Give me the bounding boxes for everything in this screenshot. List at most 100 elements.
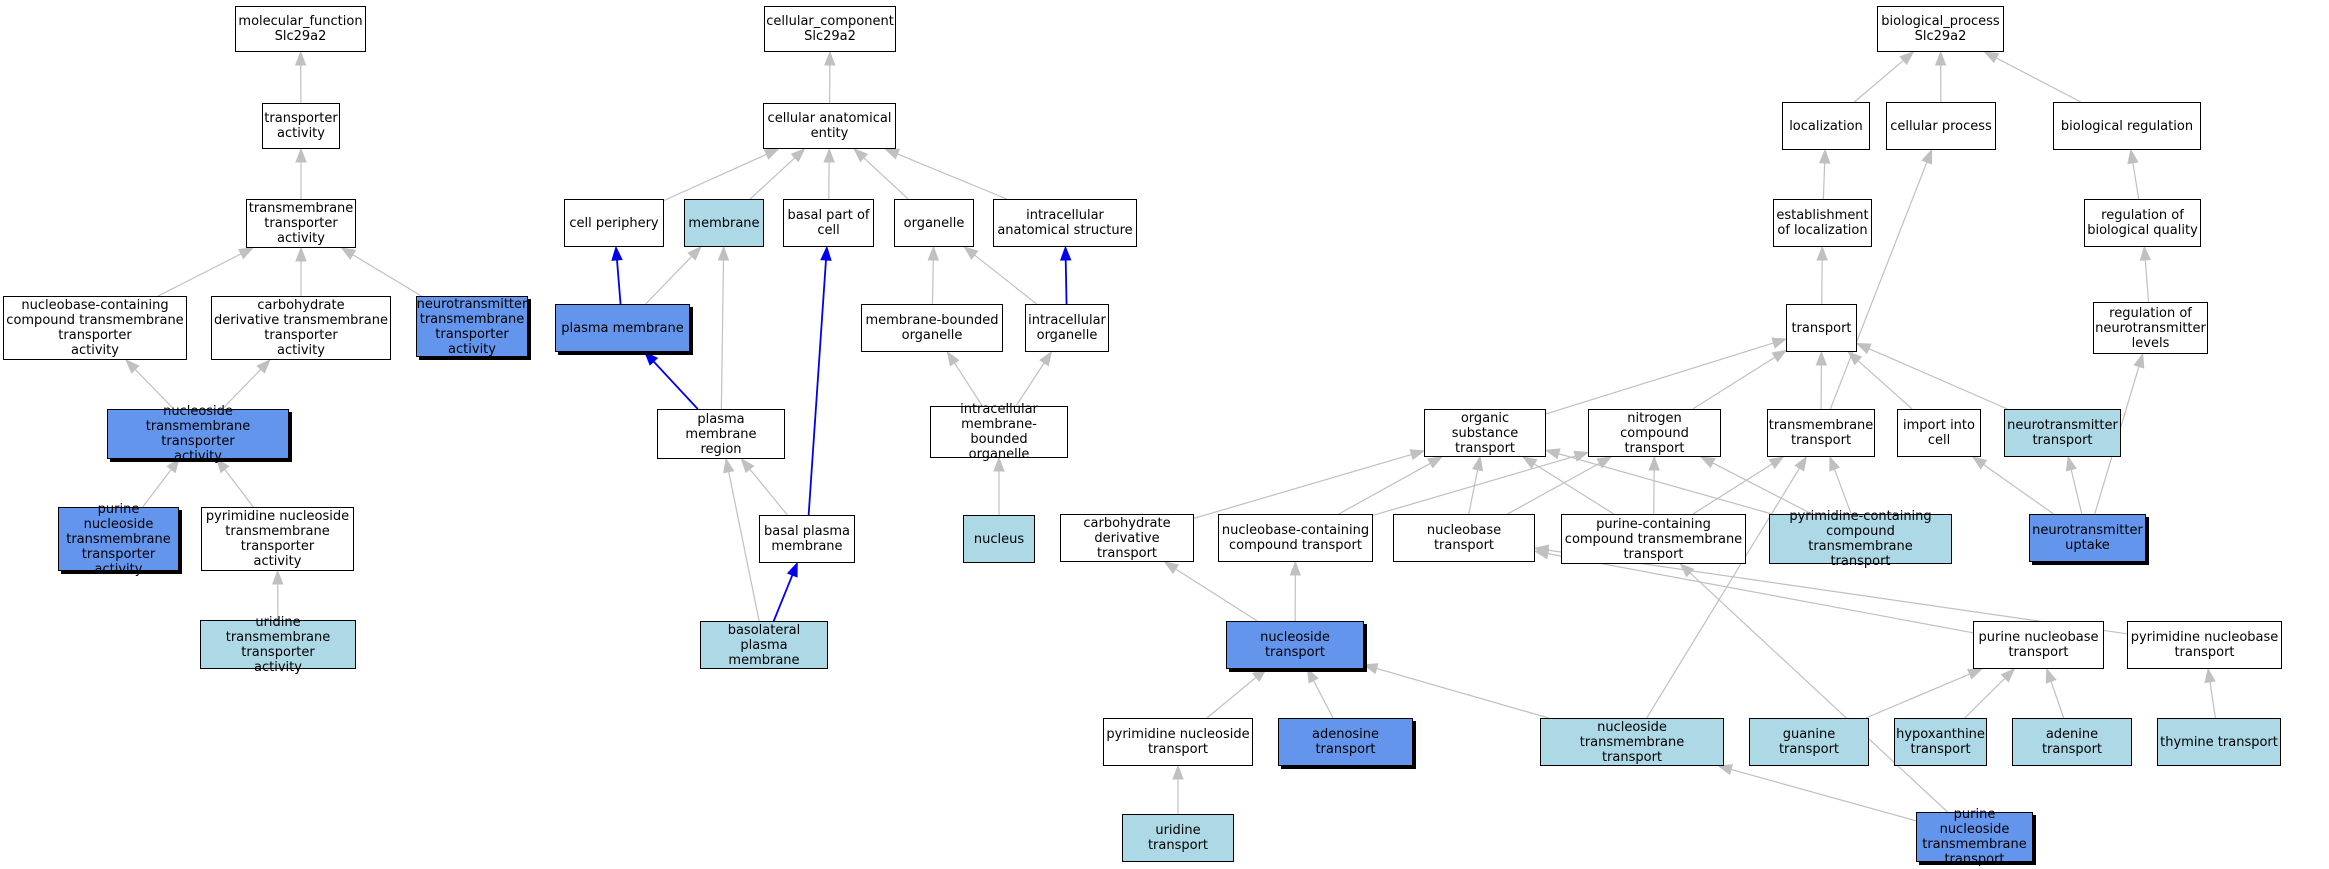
edge-arrowhead	[1815, 350, 1828, 366]
node-membrane-bounded-organelle[interactable]: membrane-bounded organelle	[861, 304, 1003, 352]
node-transport[interactable]: transport	[1786, 304, 1857, 352]
edge-adenosine_transport-to-nucleoside_transport	[1312, 680, 1334, 719]
node-basal-part-of-cell[interactable]: basal part of cell	[783, 199, 874, 247]
edge-arrowhead	[963, 246, 979, 260]
node-purine-nucleoside-transmembrane-transport[interactable]: purine nucleoside transmembrane transpor…	[1916, 807, 2033, 867]
node-biological-regulation[interactable]: biological regulation	[2053, 102, 2201, 150]
node-establishment-of-localization[interactable]: establishment of localization	[1773, 199, 1872, 247]
node-neurotransmitter-transmembrane-activity[interactable]: neurotransmitter transmembrane transport…	[416, 296, 528, 357]
edge-arrowhead	[1921, 148, 1933, 165]
edge-arrowhead	[1816, 245, 1828, 261]
node-uridine-transport[interactable]: uridine transport	[1122, 814, 1234, 862]
node-carbohydrate-derivative-transmembrane-activity[interactable]: carbohydrate derivative transmembrane tr…	[211, 296, 391, 360]
node-plasma-membrane[interactable]: plasma membrane	[555, 304, 690, 352]
edge-plasma_membrane_region-to-plasma_membrane	[652, 360, 699, 410]
edge-guanine_transport-to-purine_nucleobase_transport	[1865, 673, 1970, 719]
edge-arrowhead	[1829, 455, 1841, 472]
node-nucleoside-transmembrane-transport[interactable]: nucleoside transmembrane transport	[1540, 718, 1724, 766]
node-intracellular-anatomical-structure[interactable]: intracellular anatomical structure	[993, 199, 1137, 247]
edge-arrowhead	[2065, 455, 2077, 472]
edge-purine_nucleoside_tm_transport-to-purine_cmpd_tm_transport	[1689, 572, 1948, 813]
node-nucleobase-compound-transmembrane-activity[interactable]: nucleobase-containing compound transmemb…	[3, 296, 187, 360]
edge-arrowhead	[853, 148, 869, 163]
edge-intracellular_mb_organelle-to-intracellular_organelle	[1015, 362, 1045, 407]
node-adenosine-transport[interactable]: adenosine transport	[1278, 718, 1413, 766]
node-purine-compound-transmembrane-transport[interactable]: purine-containing compound transmembrane…	[1561, 514, 1746, 564]
node-nucleobase-transport[interactable]: nucleobase transport	[1393, 514, 1535, 562]
edge-neurotransmitter_transport-to-transport	[1868, 348, 2008, 410]
node-intracellular-membrane-bounded-organelle[interactable]: intracellular membrane-bounded organelle	[930, 402, 1068, 462]
edge-organic_substance_transport-to-transport	[1545, 342, 1774, 415]
node-cell-periphery[interactable]: cell periphery	[564, 199, 664, 247]
edge-arrowhead	[763, 148, 780, 160]
node-cellular-component-root[interactable]: cellular_component Slc29a2	[764, 6, 896, 52]
node-transmembrane-transporter-activity[interactable]: transmembrane transporter activity	[246, 199, 356, 248]
node-pyrimidine-nucleobase-transport[interactable]: pyrimidine nucleobase transport	[2127, 621, 2282, 669]
node-pyrimidine-compound-transmembrane-transport[interactable]: pyrimidine-containing compound transmemb…	[1769, 509, 1952, 569]
node-uridine-transmembrane-activity[interactable]: uridine transmembrane transporter activi…	[200, 615, 356, 675]
node-guanine-transport[interactable]: guanine transport	[1749, 718, 1869, 766]
edge-arrowhead	[1471, 455, 1484, 472]
edge-arrowhead	[1533, 544, 1550, 556]
node-transporter-activity[interactable]: transporter activity	[262, 103, 340, 149]
edge-pyrimidine_nucleobase_transport-to-nucleobase_transport	[1547, 549, 2128, 635]
node-plasma-membrane-region[interactable]: plasma membrane region	[657, 409, 785, 459]
node-basal-plasma-membrane[interactable]: basal plasma membrane	[759, 515, 855, 563]
edge-thymine_transport-to-pyrimidine_nucleobase_transport	[2209, 681, 2217, 719]
node-localization[interactable]: localization	[1782, 102, 1870, 150]
edge-nucleobase_cmpd_tm_activity-to-tm_transporter_activity	[157, 253, 242, 297]
edge-arrowhead	[2000, 668, 2016, 683]
node-pyrimidine-nucleoside-transport[interactable]: pyrimidine nucleoside transport	[1103, 718, 1253, 766]
node-neurotransmitter-uptake[interactable]: neurotransmitter uptake	[2029, 514, 2146, 562]
node-adenine-transport[interactable]: adenine transport	[2012, 718, 2132, 766]
node-organic-substance-transport[interactable]: organic substance transport	[1424, 409, 1546, 457]
edge-arrowhead	[1771, 337, 1788, 349]
edge-arrowhead	[1409, 449, 1426, 461]
edge-arrowhead	[824, 50, 836, 66]
edge-arrowhead	[256, 359, 271, 374]
node-import-into-cell[interactable]: import into cell	[1897, 409, 1981, 457]
node-nucleobase-compound-transport[interactable]: nucleobase-containing compound transport	[1218, 514, 1373, 562]
edge-arrowhead	[1289, 560, 1302, 576]
edge-arrowhead	[2133, 352, 2145, 369]
edge-plasma_membrane_region-to-membrane	[720, 259, 725, 410]
node-thymine-transport[interactable]: thymine transport	[2157, 718, 2281, 766]
edge-arrowhead	[823, 147, 835, 163]
node-cellular-process[interactable]: cellular process	[1886, 102, 1996, 150]
node-regulation-of-biological-quality[interactable]: regulation of biological quality	[2084, 199, 2201, 247]
edge-nucleoside_tm_transport-to-nucleoside_transport	[1376, 667, 1549, 719]
node-neurotransmitter-transport[interactable]: neurotransmitter transport	[2004, 409, 2121, 457]
edge-arrowhead	[1679, 563, 1695, 578]
edge-pyrimidine_nucleoside_tm_activity-to-nucleoside_tm_activity	[224, 469, 254, 508]
edge-basal_plasma_membrane-to-basal_part_of_cell	[807, 259, 827, 516]
edge-nucleobase_cmpd_transport-to-organic_substance_transport	[1338, 462, 1431, 515]
node-organelle[interactable]: organelle	[894, 199, 974, 247]
node-membrane[interactable]: membrane	[684, 199, 764, 247]
node-biological-process-root[interactable]: biological_process Slc29a2	[1877, 6, 2004, 52]
node-intracellular-organelle[interactable]: intracellular organelle	[1025, 304, 1109, 352]
edge-neurotransmitter_tm_activity-to-tm_transporter_activity	[352, 254, 422, 297]
node-pyrimidine-nucleoside-transmembrane-activity[interactable]: pyrimidine nucleoside transmembrane tran…	[201, 507, 354, 571]
node-transmembrane-transport[interactable]: transmembrane transport	[1767, 409, 1875, 457]
node-purine-nucleobase-transport[interactable]: purine nucleobase transport	[1973, 621, 2104, 669]
node-cellular-anatomical-entity[interactable]: cellular anatomical entity	[763, 103, 896, 149]
edge-nucleobase_transport-to-organic_substance_transport	[1468, 469, 1479, 515]
node-basolateral-plasma-membrane[interactable]: basolateral plasma membrane	[700, 621, 828, 669]
node-nucleoside-transport[interactable]: nucleoside transport	[1226, 621, 1364, 669]
edge-neurotransmitter_uptake-to-import_into_cell	[1983, 464, 2054, 515]
node-nucleoside-transmembrane-activity[interactable]: nucleoside transmembrane transporter act…	[107, 404, 289, 464]
node-nucleus[interactable]: nucleus	[963, 515, 1035, 563]
edge-arrowhead	[216, 457, 230, 474]
node-nitrogen-compound-transport[interactable]: nitrogen compound transport	[1588, 409, 1721, 457]
node-carbohydrate-derivative-transport[interactable]: carbohydrate derivative transport	[1060, 514, 1194, 562]
node-regulation-of-neurotransmitter-levels[interactable]: regulation of neurotransmitter levels	[2093, 302, 2208, 354]
edge-arrowhead	[1544, 448, 1561, 460]
edge-adenine_transport-to-purine_nucleobase_transport	[2050, 681, 2065, 719]
edge-membrane_bounded_organelle-to-organelle	[931, 259, 934, 305]
edge-nitrogen_compound_transport-to-transport	[1692, 356, 1776, 410]
node-molecular-function-root[interactable]: molecular_function Slc29a2	[235, 6, 366, 52]
node-purine-nucleoside-transmembrane-activity[interactable]: purine nucleoside transmembrane transpor…	[58, 502, 179, 577]
edge-nucleoside_transport-to-carb_deriv_transport	[1175, 568, 1258, 622]
edge-organelle-to-cellular_anatomical_entity	[863, 157, 909, 200]
node-hypoxanthine-transport[interactable]: hypoxanthine transport	[1894, 718, 1987, 766]
